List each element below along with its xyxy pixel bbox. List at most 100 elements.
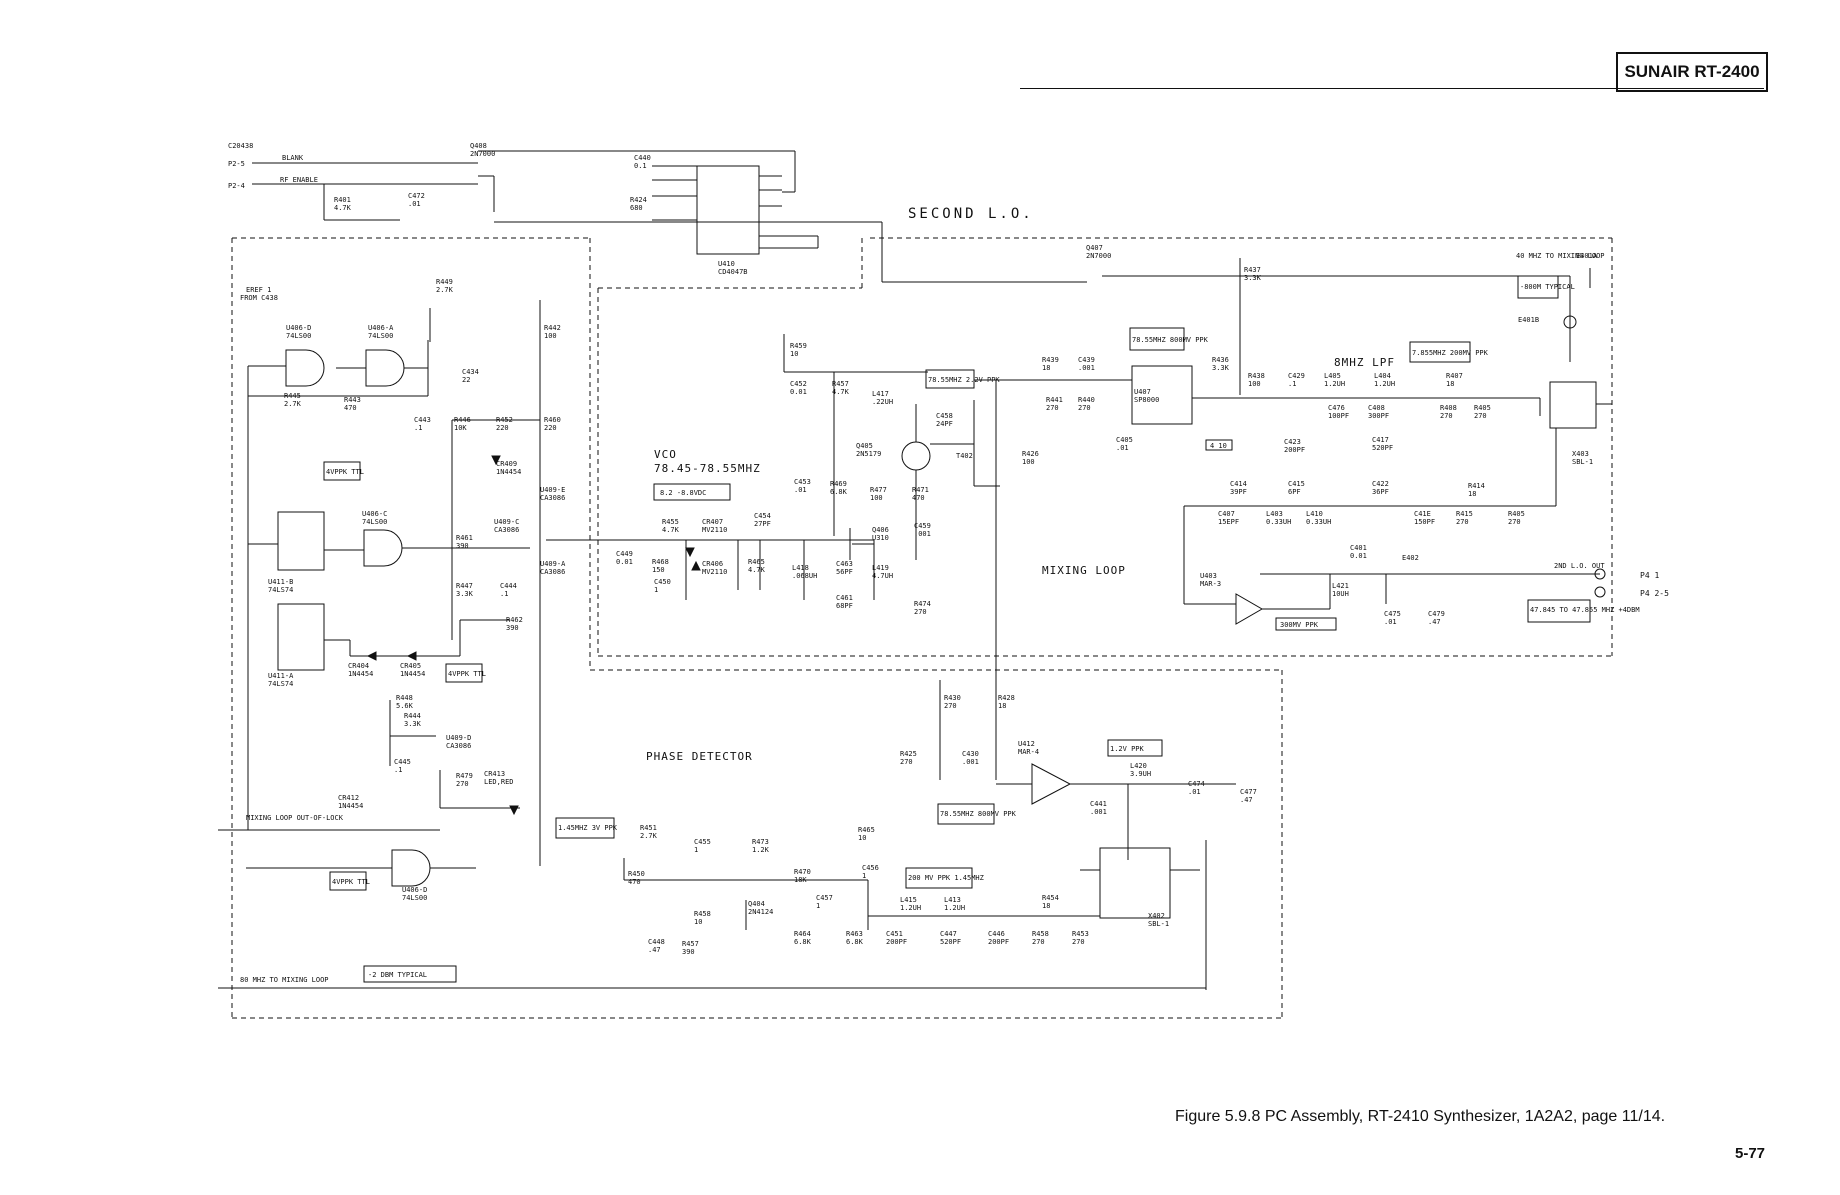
header-rule xyxy=(1020,88,1764,89)
callout-text-c11: 1.2V PPK xyxy=(1110,745,1145,753)
callout-2dbm xyxy=(363,965,457,983)
component-c444: C444.1 xyxy=(500,582,517,598)
phase-detector xyxy=(218,680,1236,990)
component-c430: C430.001 xyxy=(962,750,979,766)
signal-40mhz: 40 MHZ TO MIXING LOOP xyxy=(1516,252,1605,260)
component-c472: C472.01 xyxy=(408,192,425,208)
component-c429: C429.1 xyxy=(1288,372,1305,388)
signal-p2-5: P2-5 xyxy=(228,160,245,168)
signal-eref: EREF 1 xyxy=(246,286,271,294)
component-c475: C475.01 xyxy=(1384,610,1401,626)
callout-1-2v xyxy=(1107,739,1163,757)
component-c405: C405.01 xyxy=(1116,436,1133,452)
callout-varactor xyxy=(653,483,731,501)
callout-text-c2: 4VPPK TTL xyxy=(448,670,486,678)
signal-top-connector: C20438 xyxy=(228,142,253,150)
callout-4vppk-1 xyxy=(323,461,361,481)
signal-blank: BLANK xyxy=(282,154,304,162)
control-lines xyxy=(252,150,1087,283)
callout-800m xyxy=(1517,275,1559,299)
component-c439: C439.001 xyxy=(1078,356,1095,372)
component-c479: C479.47 xyxy=(1428,610,1445,626)
section-title-second-lo: SECOND L.O. xyxy=(908,206,1034,222)
component-e401a: E401A xyxy=(1576,252,1598,260)
component-c445: C445.1 xyxy=(394,758,411,774)
callout-text-c7: 7.855MHZ 200MV PPK xyxy=(1412,349,1489,357)
signal-p2-4: P2-4 xyxy=(228,182,245,190)
callout-text-c1: 4VPPK TTL xyxy=(326,468,364,476)
callout-4-10 xyxy=(1205,439,1233,451)
callout-text-c9: 300MV PPK xyxy=(1280,621,1319,629)
section-title-vco: VCO xyxy=(654,448,677,461)
signal-p4-1: P4 1 xyxy=(1640,571,1659,580)
vco-range: 78.45-78.55MHZ xyxy=(654,462,761,475)
component-t402: T402 xyxy=(956,452,973,460)
u410-one-shot xyxy=(652,165,819,255)
callout-text-c12: 78.55MHZ 800MV PPK xyxy=(940,810,1017,818)
callout-boxes xyxy=(323,275,1591,983)
component-c477: C477.47 xyxy=(1240,788,1257,804)
